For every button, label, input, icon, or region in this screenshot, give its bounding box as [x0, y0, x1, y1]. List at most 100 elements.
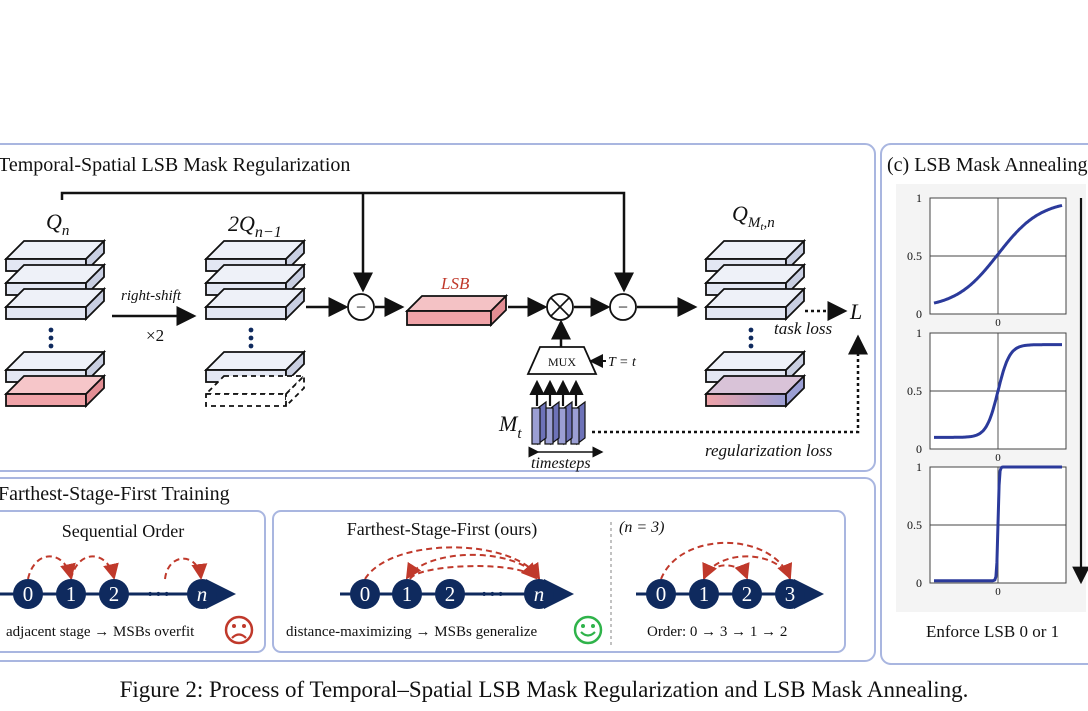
- stage-node: [187, 579, 217, 609]
- stage-node-label: 2: [109, 582, 120, 606]
- figure-caption: Figure 2: Process of Temporal–Spatial LS…: [120, 677, 969, 702]
- y-tick-label: 0: [916, 307, 922, 321]
- ellipsis-dot: [248, 335, 254, 341]
- stage-node: [13, 579, 43, 609]
- stage-node: [646, 579, 676, 609]
- y-tick-label: 1: [916, 460, 922, 474]
- panel-a: Temporal-Spatial LSB Mask Regularization…: [0, 143, 876, 472]
- stage-node-label: 2: [742, 582, 753, 606]
- layer-slab: [203, 286, 307, 322]
- annealing-plot: 1 0.5 0 0: [907, 191, 1067, 329]
- panel-b-frame: [0, 477, 876, 662]
- annealing-curve: [934, 343, 1062, 439]
- stage-node-label: 1: [699, 582, 710, 606]
- fsf-box: [272, 510, 846, 653]
- minus-op-2: [609, 293, 637, 321]
- y-tick-label: 1: [916, 191, 922, 205]
- stage-node-label: 3: [785, 582, 796, 606]
- loss-l-label: L: [849, 299, 862, 324]
- layer-slab: [3, 286, 107, 322]
- stage-node: [99, 579, 129, 609]
- fsf-title: Farthest-Stage-First (ours): [347, 519, 537, 540]
- order-arc: [660, 541, 793, 580]
- ellipsis-dot: [248, 327, 254, 333]
- stage-node-label: 0: [360, 582, 371, 606]
- annealing-curve: [933, 203, 1063, 305]
- panel-a-title: Temporal-Spatial LSB Mask Regularization: [0, 154, 350, 176]
- stage-node: [350, 579, 380, 609]
- minus-op-2-glyph: −: [618, 297, 628, 317]
- example-title: (n = 3): [619, 519, 664, 536]
- mux-block: [526, 346, 598, 375]
- times-op-x2: [550, 297, 570, 317]
- seq-chain: 0 1 2 n •••: [0, 555, 236, 609]
- order-arc: [27, 555, 76, 580]
- y-tick-label: 0: [916, 442, 922, 456]
- y-tick-label: 0.5: [907, 249, 922, 263]
- stage-node: [775, 579, 805, 609]
- stage-node-label: n: [197, 582, 208, 606]
- stack-q-n: [3, 238, 107, 409]
- mask-m-t: [529, 379, 586, 446]
- stage-node-label: 0: [656, 582, 667, 606]
- ellipsis-dot: [748, 343, 754, 349]
- minus-op-1-glyph: −: [356, 297, 366, 317]
- stage-node: [392, 579, 422, 609]
- stage-node-label: n: [534, 582, 545, 606]
- reg-loss-label: regularization loss: [705, 441, 833, 460]
- times-two-label: ×2: [146, 326, 164, 345]
- y-tick-label: 1: [916, 326, 922, 340]
- sad-face-icon: [224, 615, 254, 645]
- panel-c-frame: [880, 143, 1088, 665]
- lsb-slab: [3, 373, 107, 409]
- stack-q-masked: [703, 238, 807, 409]
- example-chain: 0 1 2 3: [636, 541, 824, 609]
- annealing-plot: 10.500: [907, 326, 1067, 464]
- stack-q-n-minus-1: [203, 238, 307, 409]
- stage-node-label: 1: [66, 582, 77, 606]
- example-caption: Order: 0 → 3 → 1 → 2: [647, 624, 787, 640]
- skip-connection-line: [60, 191, 634, 293]
- y-tick-label: 0.5: [907, 384, 922, 398]
- happy-face-icon: [573, 615, 603, 645]
- order-arc: [364, 546, 541, 580]
- seq-box: [0, 510, 266, 653]
- ellipsis-dot: [48, 327, 54, 333]
- task-loss-label: task loss: [774, 319, 832, 338]
- panel-b: Farthest-Stage-First Training Sequential…: [0, 477, 876, 662]
- stage-node: [732, 579, 762, 609]
- q-n-minus-1-label: 2Qn−1: [228, 211, 282, 241]
- empty-lsb-slab: [203, 373, 307, 409]
- t-eq-label: T = t: [608, 355, 637, 370]
- ellipsis-dot: [748, 327, 754, 333]
- q-masked-label: QMt,n: [732, 201, 775, 233]
- chain-ellipsis: •••: [146, 587, 171, 603]
- seq-title: Sequential Order: [62, 521, 184, 541]
- lsb-block: [404, 293, 509, 328]
- stage-node: [435, 579, 465, 609]
- y-tick-label: 0: [916, 576, 922, 590]
- ellipsis-dot: [48, 343, 54, 349]
- masked-lsb-slab: [703, 373, 807, 409]
- order-arc: [409, 562, 538, 580]
- order-arc: [164, 557, 208, 580]
- panel-b-title: Farthest-Stage-First Training: [0, 483, 230, 505]
- minus-op-1: [347, 293, 375, 321]
- panel-a-frame: [0, 143, 876, 472]
- lsb-label: LSB: [440, 274, 470, 293]
- layer-slab: [703, 286, 807, 322]
- mux-label: MUX: [548, 355, 576, 369]
- stage-node-label: 2: [445, 582, 456, 606]
- right-shift-label: right-shift: [121, 288, 182, 304]
- ellipsis-dot: [748, 335, 754, 341]
- m-t-label: Mt: [498, 411, 522, 442]
- y-tick-label: 0.5: [907, 518, 922, 532]
- q-n-label: Qn: [46, 209, 69, 239]
- stage-node-label: 0: [23, 582, 34, 606]
- stage-node: [524, 579, 554, 609]
- x-tick-label: 0: [995, 317, 1001, 329]
- panel-c-title: (c) LSB Mask Annealing: [887, 154, 1088, 176]
- annealing-curve: [934, 465, 1062, 583]
